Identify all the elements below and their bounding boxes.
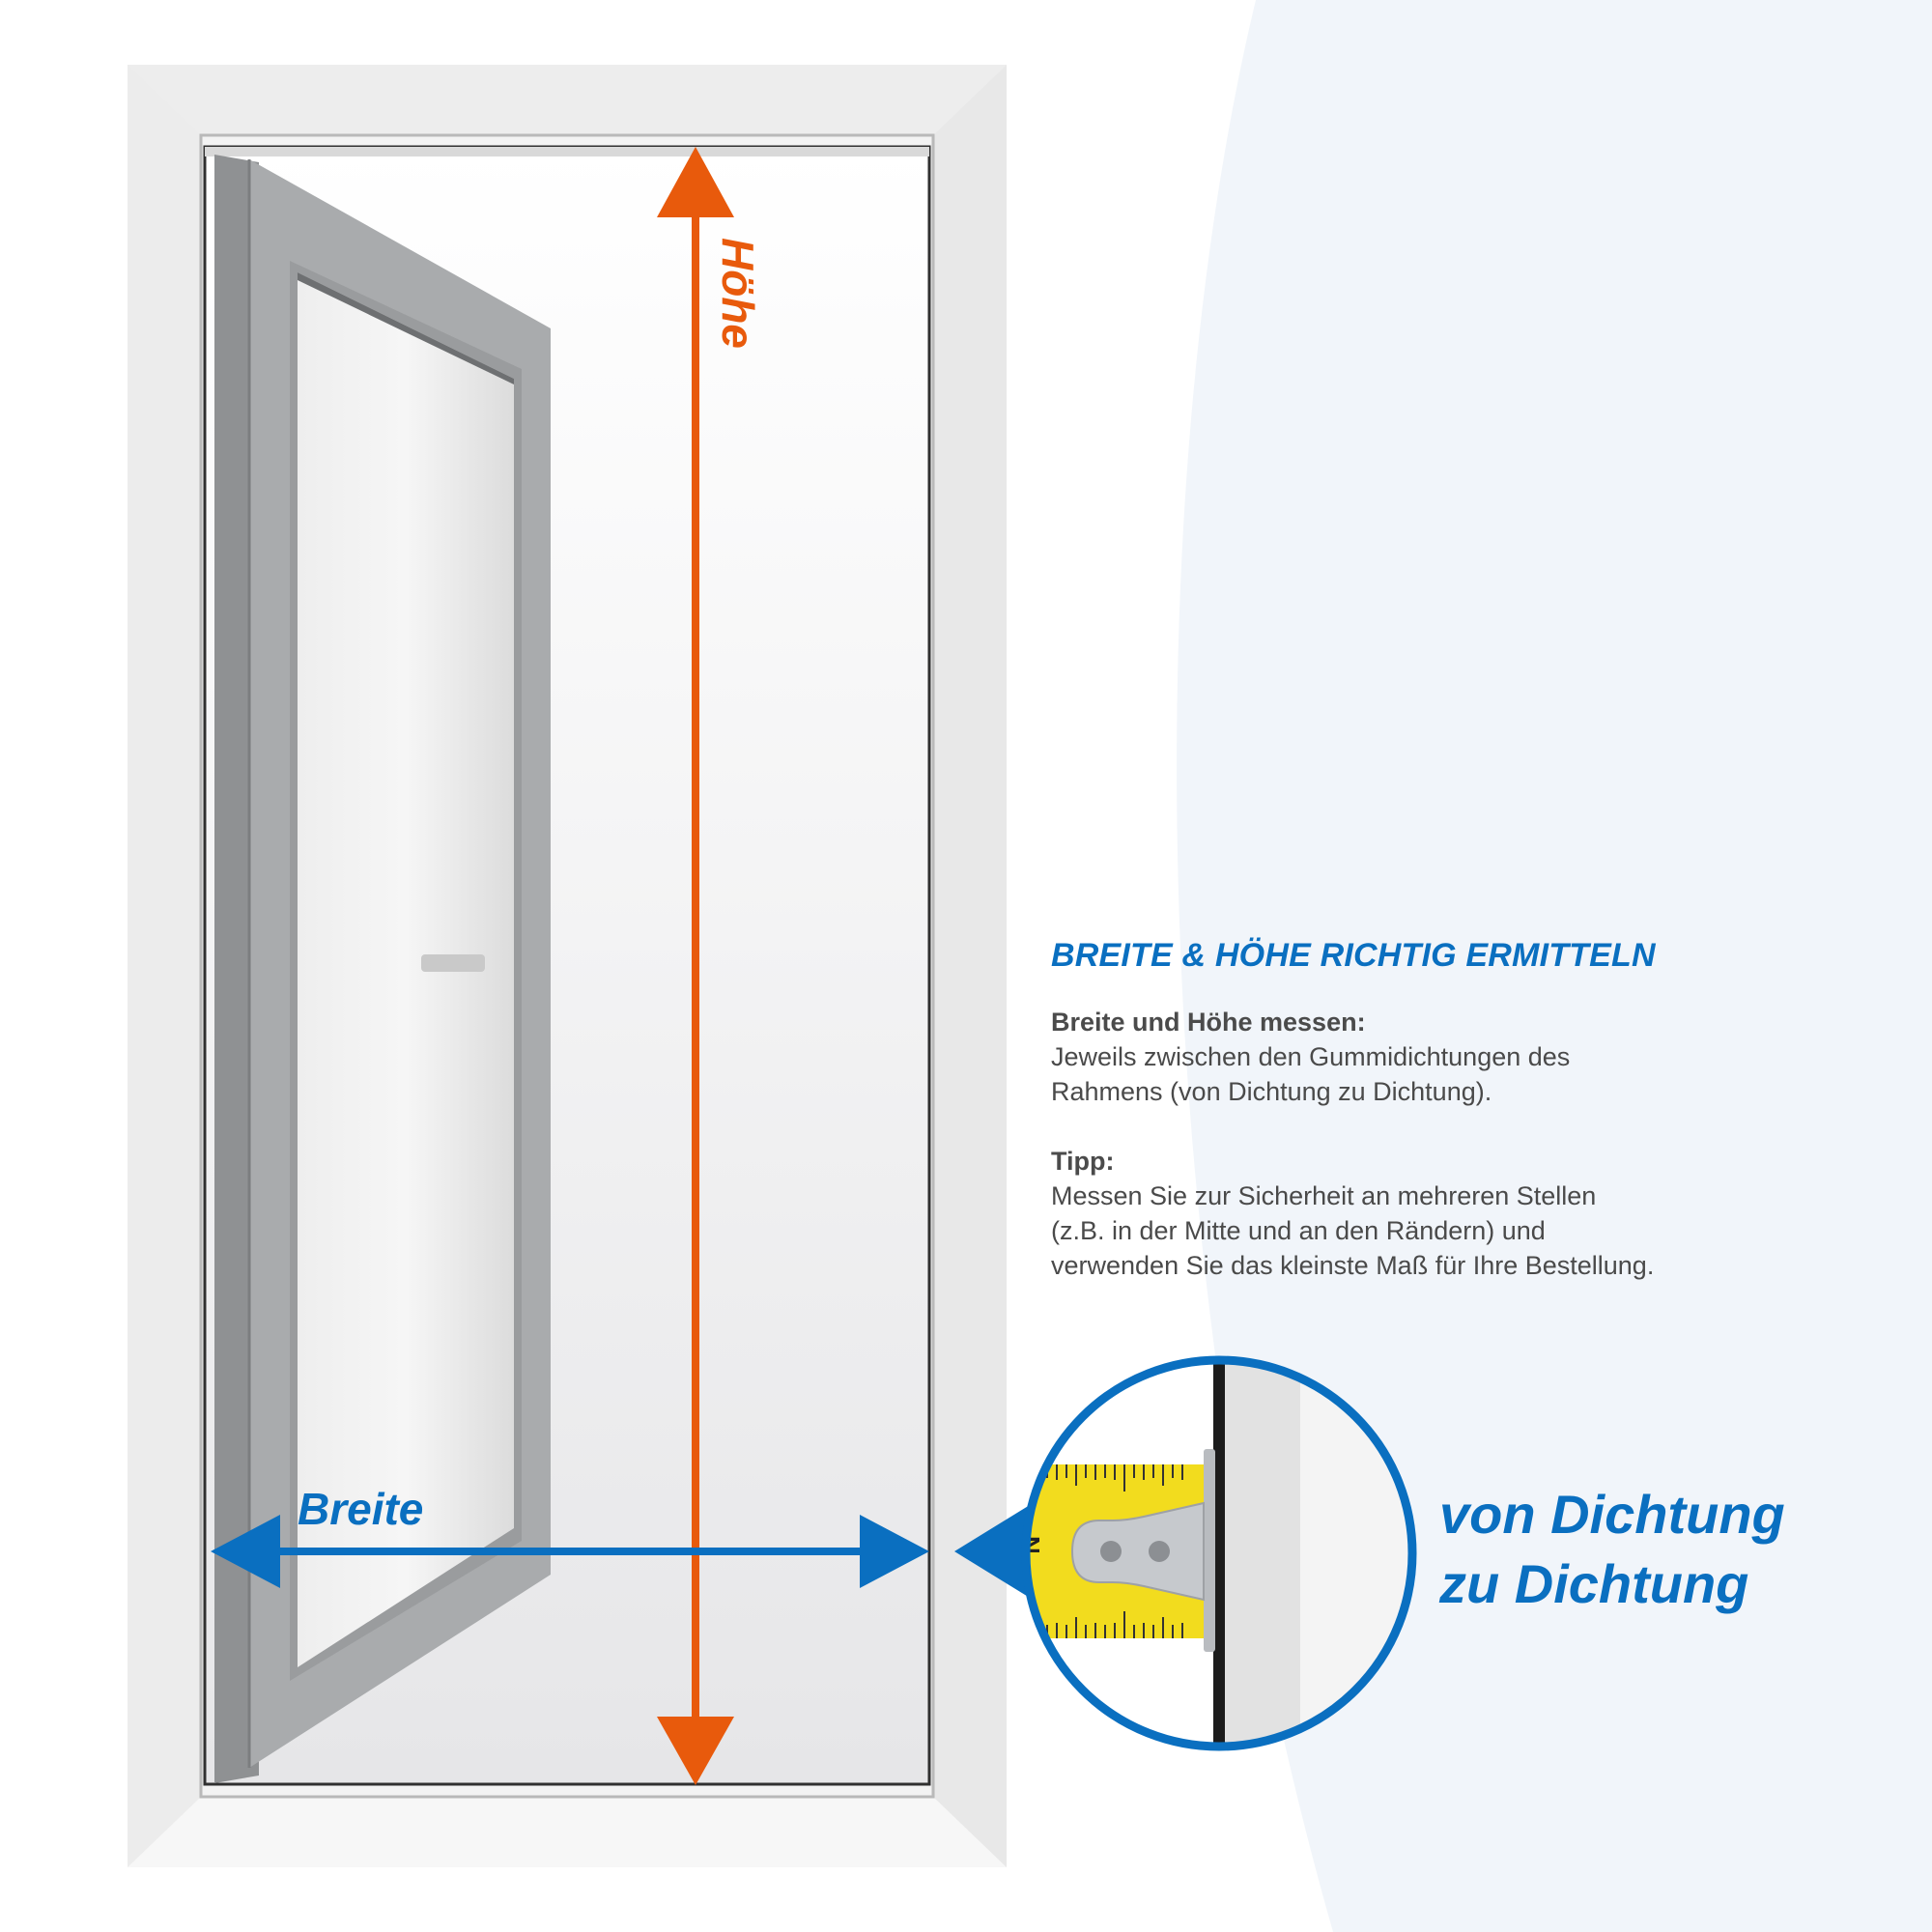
magnifier-detail: N — [1016, 1355, 1417, 1751]
tape-hook-plate — [1204, 1449, 1215, 1652]
height-arrow — [657, 147, 734, 1785]
magnifier-pointer — [954, 1505, 1030, 1598]
width-label: Breite — [298, 1484, 423, 1534]
tape-hook-hole — [1149, 1541, 1170, 1562]
tape-mark: N — [1016, 1536, 1045, 1554]
window-sash — [214, 155, 551, 1783]
measure-label: Breite und Höhe messen: — [1051, 1008, 1366, 1037]
measure-instructions: Breite und Höhe messen: Jeweils zwischen… — [1051, 1005, 1882, 1109]
gasket-to-gasket-callout: von Dichtung zu Dichtung — [1439, 1484, 1785, 1614]
tip-section: Tipp: Messen Sie zur Sicherheit an mehre… — [1051, 1144, 1882, 1283]
tape-hook — [1070, 1501, 1205, 1602]
width-arrow — [211, 1515, 929, 1588]
tip-text: Messen Sie zur Sicherheit an mehreren St… — [1051, 1181, 1655, 1280]
info-heading: BREITE & HÖHE RICHTIG ERMITTELN — [1051, 937, 1656, 974]
measure-text: Jeweils zwischen den Gummidichtungen des… — [1051, 1042, 1571, 1106]
tip-label: Tipp: — [1051, 1147, 1115, 1176]
tape-hook-hole — [1100, 1541, 1122, 1562]
height-label: Höhe — [713, 238, 763, 349]
